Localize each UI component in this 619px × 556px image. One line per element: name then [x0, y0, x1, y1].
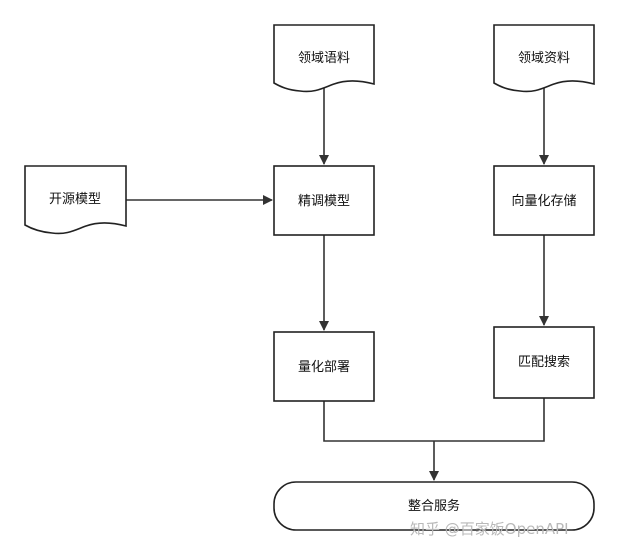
- node-label-finetune-model: 精调模型: [298, 194, 350, 209]
- node-label-vector-storage: 向量化存储: [511, 193, 576, 209]
- document-shape: [273, 24, 375, 93]
- node-match-search: 匹配搜索: [493, 326, 595, 399]
- edge-search-to-merge: [434, 398, 545, 442]
- node-label-match-search: 匹配搜索: [518, 355, 570, 370]
- process-box: [493, 326, 595, 399]
- edges: [126, 84, 549, 481]
- document-shape: [24, 165, 127, 235]
- terminator-box: [273, 481, 595, 531]
- watermark-text: 知乎 @百家饭OpenAPI: [410, 520, 569, 538]
- node-label-domain-corpus: 领域语料: [298, 51, 350, 66]
- process-box: [273, 331, 375, 402]
- node-label-quantized-deploy: 量化部署: [298, 360, 350, 375]
- edge-deploy-to-merge: [323, 401, 434, 442]
- document-shape: [493, 24, 595, 93]
- process-box: [273, 165, 375, 236]
- node-label-open-source-model: 开源模型: [49, 192, 101, 207]
- node-finetune-model: 精调模型: [273, 165, 375, 236]
- node-label-integrate-service: 整合服务: [408, 498, 460, 514]
- node-vector-storage: 向量化存储: [493, 165, 595, 236]
- node-integrate-service: 整合服务: [273, 481, 595, 531]
- node-domain-corpus: 领域语料: [273, 24, 375, 93]
- node-open-source-model: 开源模型: [24, 165, 127, 235]
- node-label-domain-data: 领域资料: [518, 51, 570, 66]
- node-domain-data: 领域资料: [493, 24, 595, 93]
- process-box: [493, 165, 595, 236]
- node-quantized-deploy: 量化部署: [273, 331, 375, 402]
